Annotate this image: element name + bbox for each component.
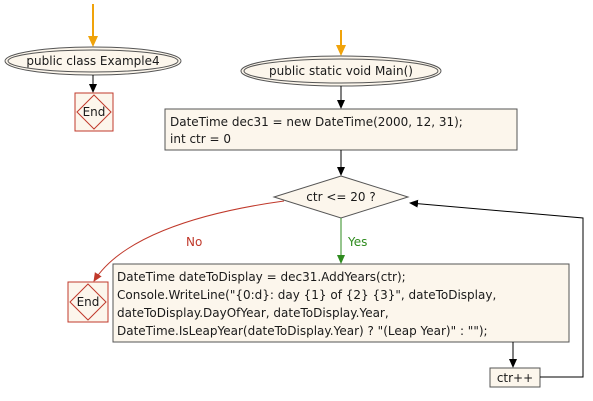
main-start-label: public static void Main()	[269, 64, 413, 78]
main-end-label: End	[77, 295, 100, 309]
increment-label: ctr++	[497, 371, 533, 385]
main-end-node[interactable]: End	[67, 281, 109, 323]
class-end-node[interactable]: End	[74, 92, 114, 132]
body-line-4: DateTime.IsLeapYear(dateToDisplay.Year) …	[117, 324, 488, 338]
class-start-label: public class Example4	[26, 54, 159, 68]
yes-label: Yes	[347, 235, 367, 249]
init-line-2: int ctr = 0	[170, 132, 231, 146]
body-line-3: dateToDisplay.DayOfYear, dateToDisplay.Y…	[117, 306, 389, 320]
loop-condition-decision[interactable]: ctr <= 20 ?	[272, 175, 410, 219]
decision-label: ctr <= 20 ?	[306, 190, 375, 204]
increment-box[interactable]: ctr++	[489, 367, 541, 388]
main-start-node[interactable]: public static void Main()	[240, 55, 442, 87]
init-line-1: DateTime dec31 = new DateTime(2000, 12, …	[170, 115, 463, 129]
no-branch-arrow	[93, 200, 285, 282]
no-label: No	[186, 235, 202, 249]
loop-back-arrow	[409, 199, 584, 378]
init-process-box[interactable]: DateTime dec31 = new DateTime(2000, 12, …	[164, 108, 518, 151]
loop-body-box[interactable]: DateTime dateToDisplay = dec31.AddYears(…	[112, 263, 570, 343]
class-end-label: End	[83, 105, 106, 119]
class-start-node[interactable]: public class Example4	[4, 46, 182, 76]
body-line-1: DateTime dateToDisplay = dec31.AddYears(…	[117, 270, 406, 284]
body-line-2: Console.WriteLine("{0:d}: day {1} of {2}…	[117, 288, 496, 302]
